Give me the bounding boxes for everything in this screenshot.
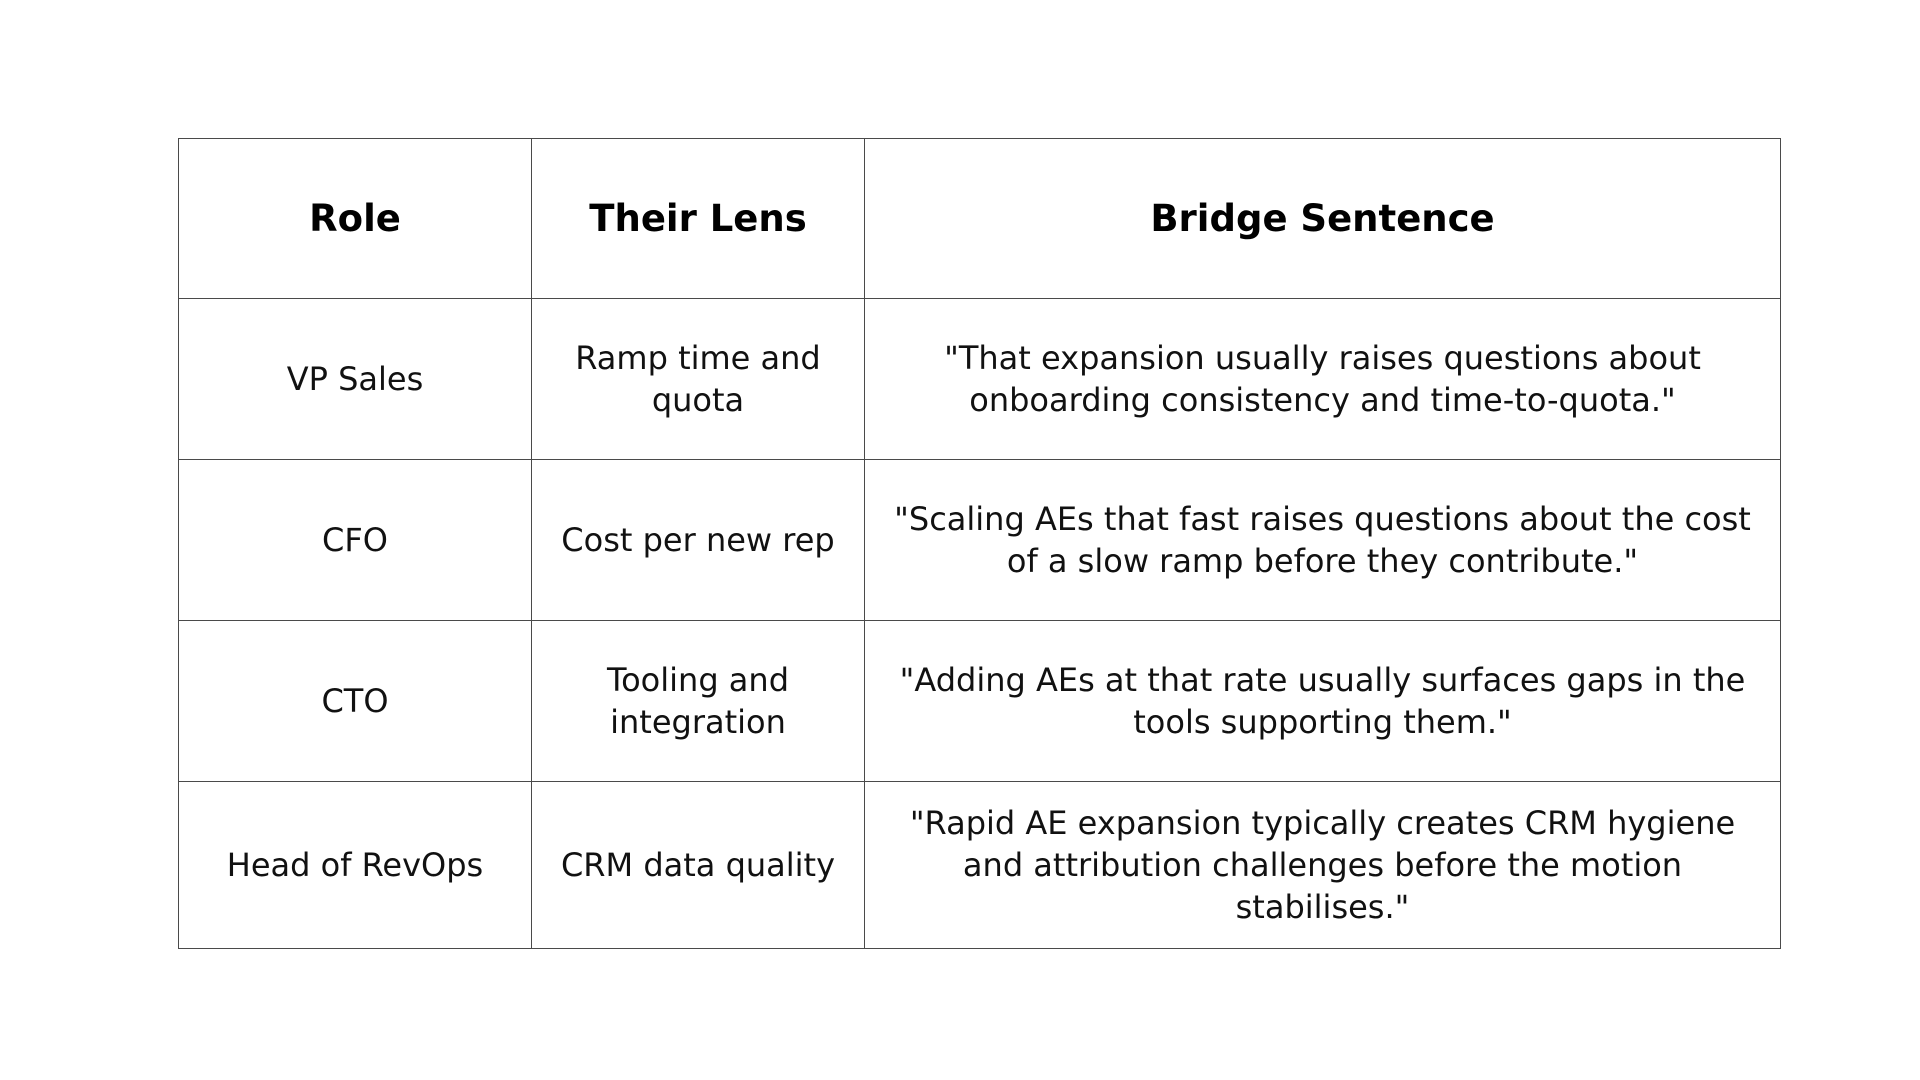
header-role: Role [178,138,532,299]
cell-lens: Cost per new rep [531,459,865,621]
bridge-sentence-table: Role Their Lens Bridge Sentence VP Sales… [178,138,1781,949]
table-row: Head of RevOps CRM data quality "Rapid A… [178,781,1781,949]
bridge-sentence-table-container: Role Their Lens Bridge Sentence VP Sales… [178,138,1781,949]
table-row: VP Sales Ramp time and quota "That expan… [178,298,1781,460]
cell-role: CFO [178,459,532,621]
header-bridge-sentence: Bridge Sentence [864,138,1781,299]
cell-bridge-sentence: "Scaling AEs that fast raises questions … [864,459,1781,621]
cell-lens: Tooling and integration [531,620,865,782]
table-row: CFO Cost per new rep "Scaling AEs that f… [178,459,1781,621]
cell-bridge-sentence: "Adding AEs at that rate usually surface… [864,620,1781,782]
table-header-row: Role Their Lens Bridge Sentence [178,138,1781,299]
cell-bridge-sentence: "That expansion usually raises questions… [864,298,1781,460]
cell-lens: CRM data quality [531,781,865,949]
table-body: VP Sales Ramp time and quota "That expan… [178,298,1781,949]
cell-bridge-sentence: "Rapid AE expansion typically creates CR… [864,781,1781,949]
cell-role: CTO [178,620,532,782]
cell-role: Head of RevOps [178,781,532,949]
header-their-lens: Their Lens [531,138,865,299]
table-row: CTO Tooling and integration "Adding AEs … [178,620,1781,782]
table-header: Role Their Lens Bridge Sentence [178,138,1781,299]
cell-lens: Ramp time and quota [531,298,865,460]
cell-role: VP Sales [178,298,532,460]
